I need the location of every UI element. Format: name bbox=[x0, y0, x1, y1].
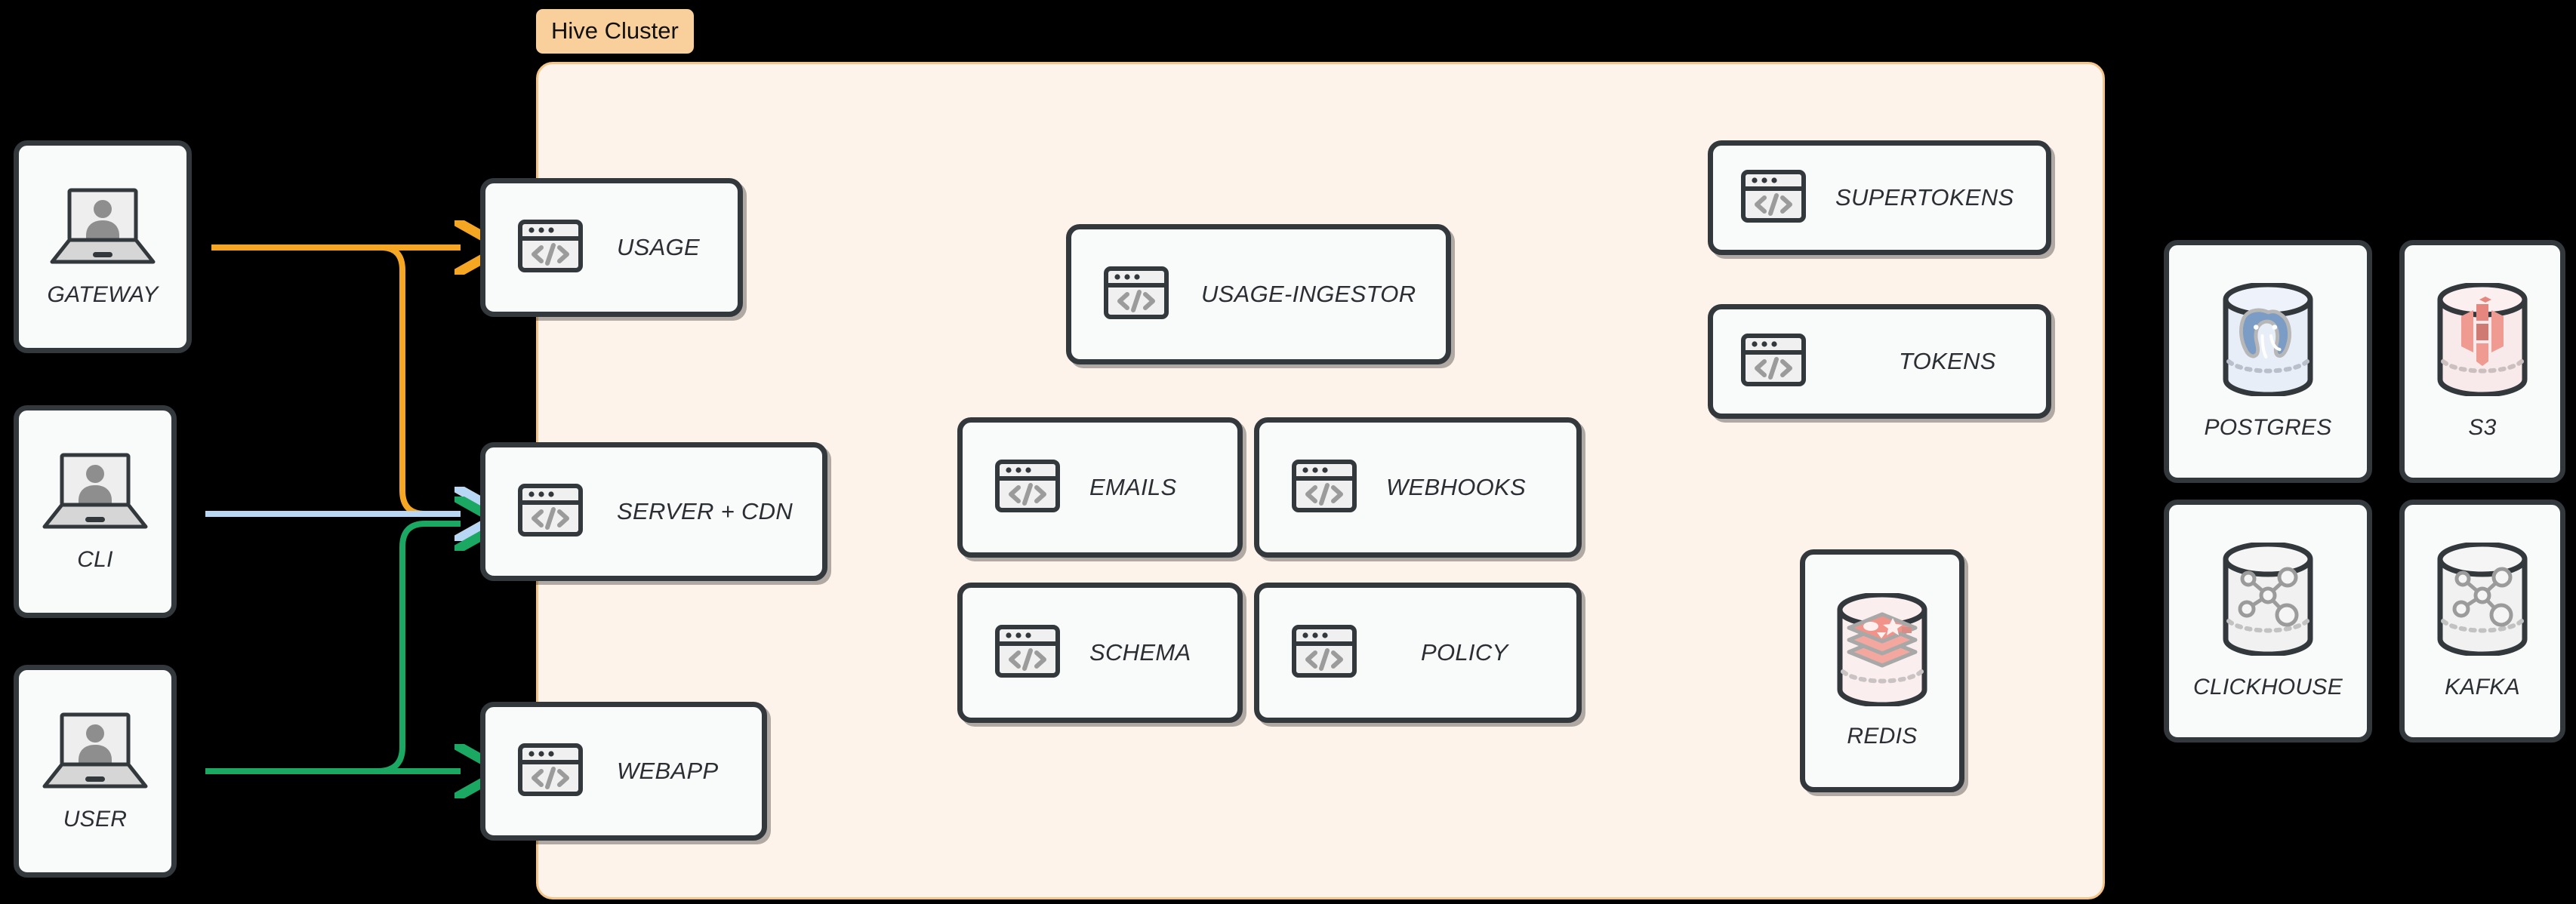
service-label-supertokens: SUPERTOKENS bbox=[1835, 184, 2014, 211]
service-card-server-cdn[interactable]: SERVER + CDN bbox=[480, 442, 827, 581]
client-label-user: USER bbox=[63, 806, 128, 832]
datastore-label-clickhouse: CLICKHOUSE bbox=[2192, 674, 2343, 700]
datastore-card-postgres[interactable]: POSTGRES bbox=[2164, 240, 2372, 483]
code-window-icon bbox=[1739, 161, 1808, 235]
service-card-policy[interactable]: POLICY bbox=[1254, 583, 1582, 723]
graph-cylinder-icon bbox=[2215, 541, 2321, 660]
code-window-icon bbox=[516, 475, 585, 549]
datastore-card-clickhouse[interactable]: CLICKHOUSE bbox=[2164, 500, 2372, 743]
graph-cylinder-icon bbox=[2430, 541, 2535, 660]
code-window-icon bbox=[993, 617, 1062, 690]
code-window-icon bbox=[516, 735, 585, 808]
service-label-webapp: WEBAPP bbox=[617, 758, 719, 784]
code-window-icon bbox=[1290, 451, 1359, 524]
datastore-label-redis: REDIS bbox=[1847, 723, 1918, 749]
service-label-webhooks: WEBHOOKS bbox=[1386, 474, 1526, 500]
service-card-webapp[interactable]: WEBAPP bbox=[480, 702, 767, 841]
edge-user-to-server-cdn bbox=[205, 524, 461, 774]
datastore-label-s3: S3 bbox=[2468, 414, 2497, 440]
service-card-tokens[interactable]: TOKENS bbox=[1708, 304, 2051, 419]
datastore-card-s3[interactable]: S3 bbox=[2399, 240, 2565, 483]
code-window-icon bbox=[1290, 617, 1359, 690]
client-card-gateway[interactable]: GATEWAY bbox=[14, 140, 192, 353]
datastore-label-kafka: KAFKA bbox=[2445, 674, 2520, 700]
code-window-icon bbox=[1102, 258, 1171, 331]
code-window-icon bbox=[1739, 325, 1808, 398]
service-label-schema: SCHEMA bbox=[1089, 639, 1191, 666]
service-label-usage: USAGE bbox=[617, 234, 701, 260]
client-card-user[interactable]: USER bbox=[14, 665, 177, 878]
datastore-card-kafka[interactable]: KAFKA bbox=[2399, 500, 2565, 743]
postgres-cylinder-icon bbox=[2215, 281, 2321, 400]
service-card-emails[interactable]: EMAILS bbox=[957, 417, 1243, 558]
client-label-gateway: GATEWAY bbox=[47, 281, 159, 307]
service-label-tokens: TOKENS bbox=[1899, 348, 1996, 374]
service-label-policy: POLICY bbox=[1421, 639, 1508, 666]
service-label-server-cdn: SERVER + CDN bbox=[617, 498, 793, 524]
service-label-usage-ingestor: USAGE-INGESTOR bbox=[1201, 281, 1416, 307]
laptop-user-icon bbox=[46, 186, 159, 272]
client-card-cli[interactable]: CLI bbox=[14, 405, 177, 618]
redis-cylinder-icon bbox=[1829, 592, 1935, 710]
code-window-icon bbox=[993, 451, 1062, 524]
code-window-icon bbox=[516, 211, 585, 284]
service-card-webhooks[interactable]: WEBHOOKS bbox=[1254, 417, 1582, 558]
client-label-cli: CLI bbox=[77, 546, 113, 572]
service-card-schema[interactable]: SCHEMA bbox=[957, 583, 1243, 723]
laptop-user-icon bbox=[39, 711, 152, 796]
edge-gateway-to-server-cdn bbox=[211, 244, 461, 514]
laptop-user-icon bbox=[39, 451, 152, 537]
hive-cluster-label: Hive Cluster bbox=[536, 9, 694, 54]
service-card-supertokens[interactable]: SUPERTOKENS bbox=[1708, 140, 2051, 255]
service-card-usage-ingestor[interactable]: USAGE-INGESTOR bbox=[1066, 224, 1451, 364]
datastore-card-redis[interactable]: REDIS bbox=[1800, 549, 1964, 792]
service-card-usage[interactable]: USAGE bbox=[480, 178, 743, 317]
service-label-emails: EMAILS bbox=[1089, 474, 1177, 500]
datastore-label-postgres: POSTGRES bbox=[2204, 414, 2332, 440]
s3-cylinder-icon bbox=[2430, 281, 2535, 400]
